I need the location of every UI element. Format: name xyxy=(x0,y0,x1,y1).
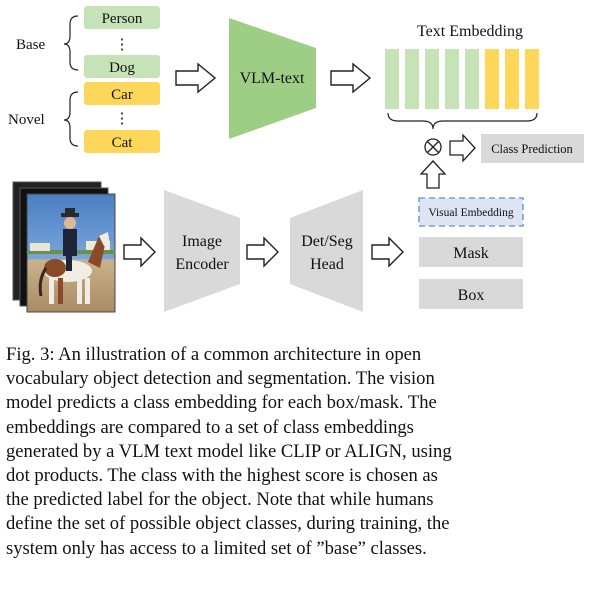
text-embedding-title: Text Embedding xyxy=(417,23,523,40)
class-box-cat: Cat xyxy=(84,130,160,153)
vlm-text-block: VLM-text xyxy=(229,18,316,139)
horse-rider-photo xyxy=(26,193,116,313)
class-prediction-box: Class Prediction xyxy=(481,134,584,163)
embedding-slot-base xyxy=(405,49,419,109)
figure-caption: Fig. 3: An illustration of a common arch… xyxy=(6,343,586,561)
box-output-box: Box xyxy=(419,279,523,309)
caption-line: vocabulary object detection and segmenta… xyxy=(6,368,435,390)
class-box-car: Car xyxy=(84,82,160,105)
det-seg-head-block: Det/Seg Head xyxy=(290,190,363,312)
mask-output-box: Mask xyxy=(419,237,523,267)
box-label: Box xyxy=(458,287,485,304)
novel-brace xyxy=(63,91,79,147)
input-image-stack xyxy=(12,181,116,313)
det-seg-head-label-line2: Head xyxy=(310,256,344,273)
det-seg-head-label-line1: Det/Seg xyxy=(301,233,353,250)
arrow-to-embedding-icon xyxy=(330,62,372,94)
arrow-to-encoder-icon xyxy=(123,236,156,268)
class-box-dog: Dog xyxy=(84,55,160,78)
architecture-diagram: Base Novel Person ⋮ Dog Car ⋮ Cat VLM-te… xyxy=(8,6,584,313)
class-prediction-label: Class Prediction xyxy=(491,142,573,156)
caption-line: the predicted label for the object. Note… xyxy=(6,489,434,511)
mask-label: Mask xyxy=(453,245,489,262)
caption-line: define the set of possible object classe… xyxy=(6,513,450,535)
arrow-to-vlm-icon xyxy=(175,62,217,94)
arrow-to-prediction-icon xyxy=(449,133,476,163)
class-box-person: Person xyxy=(84,6,160,29)
vlm-text-label: VLM-text xyxy=(240,70,305,87)
image-encoder-label-line2: Encoder xyxy=(175,256,229,273)
image-encoder-block: Image Encoder xyxy=(164,190,240,312)
base-brace xyxy=(63,15,79,71)
caption-line: system only has access to a limited set … xyxy=(6,537,427,559)
embedding-brace xyxy=(387,112,538,130)
class-label-person: Person xyxy=(102,11,143,27)
caption-line: embeddings are compared to a set of clas… xyxy=(6,416,414,438)
arrow-up-to-dot-icon xyxy=(419,160,447,189)
caption-line: Fig. 3: An illustration of a common arch… xyxy=(6,344,422,365)
class-label-dog: Dog xyxy=(109,60,135,76)
arrow-to-head-icon xyxy=(246,236,279,268)
visual-embedding-label: Visual Embedding xyxy=(428,207,513,219)
embedding-slot-base xyxy=(465,49,479,109)
embedding-slot-novel xyxy=(525,49,539,109)
class-label-cat: Cat xyxy=(112,135,134,151)
embedding-slot-novel xyxy=(505,49,519,109)
caption-line: generated by a VLM text model like CLIP … xyxy=(6,440,452,462)
embedding-slot-novel xyxy=(485,49,499,109)
text-embedding-slots xyxy=(385,49,539,109)
embedding-slot-base xyxy=(425,49,439,109)
embedding-slot-base xyxy=(445,49,459,109)
base-ellipsis: ⋮ xyxy=(115,37,130,53)
base-group-label: Base xyxy=(16,37,46,53)
novel-ellipsis: ⋮ xyxy=(115,111,130,127)
image-encoder-label-line1: Image xyxy=(182,233,222,250)
class-label-car: Car xyxy=(111,87,133,103)
embedding-slot-base xyxy=(385,49,399,109)
arrow-to-outputs-icon xyxy=(371,236,404,268)
caption-line: dot products. The class with the highest… xyxy=(6,465,438,487)
dot-product-icon xyxy=(424,138,442,156)
novel-group-label: Novel xyxy=(8,112,45,128)
caption-line: model predicts a class embedding for eac… xyxy=(6,392,437,414)
visual-embedding-box: Visual Embedding xyxy=(418,197,524,227)
